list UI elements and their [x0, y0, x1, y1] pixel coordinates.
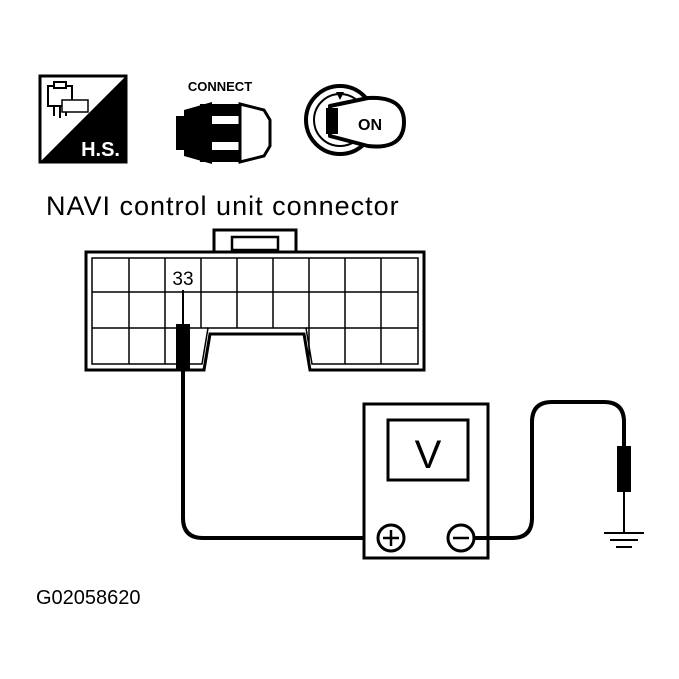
ignition-on-icon: ON — [304, 84, 406, 156]
connector-title: NAVI control unit connector — [46, 191, 400, 221]
voltmeter: V — [362, 402, 490, 560]
harness-side-icon: H.S. — [38, 74, 128, 164]
connect-label: CONNECT — [188, 79, 252, 94]
connect-icon: CONNECT — [176, 79, 272, 164]
hs-label: H.S. — [81, 139, 120, 161]
positive-probe — [176, 290, 190, 370]
figure-id: G02058620 — [36, 587, 141, 609]
ignition-label: ON — [358, 117, 382, 134]
meter-display: V — [415, 433, 442, 477]
positive-lead-wire — [181, 370, 372, 540]
ground-symbol — [604, 532, 644, 548]
negative-lead-wire — [474, 400, 626, 540]
navi-connector — [84, 228, 426, 372]
negative-probe — [617, 446, 631, 532]
terminal-33-label: 33 — [172, 269, 193, 290]
